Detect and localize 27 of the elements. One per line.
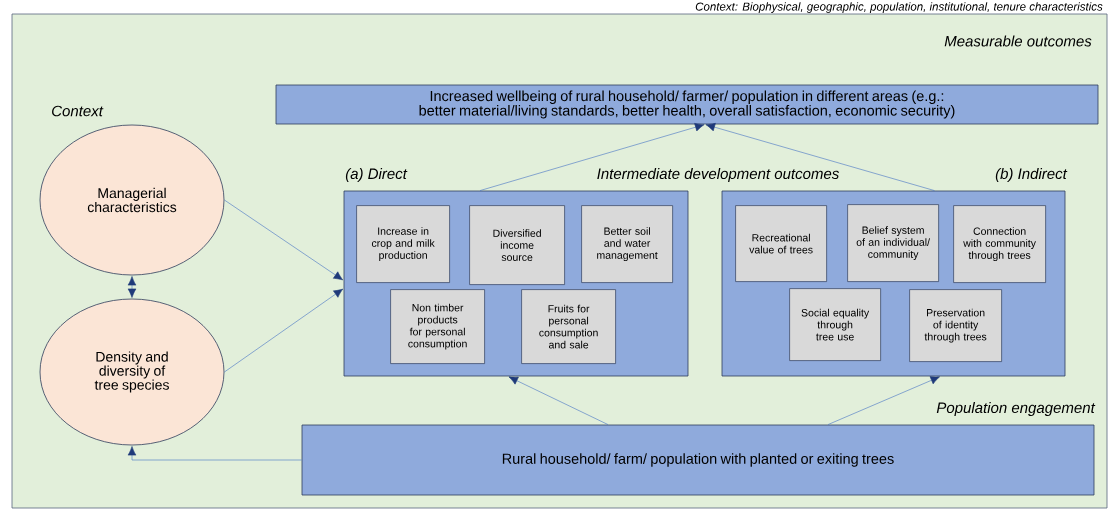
section-heading: Measurable outcomes xyxy=(944,35,1092,47)
heading-text: Context: Biophysical, geographic, population, institutional, tenure characteristics xyxy=(695,2,1103,13)
arrow xyxy=(127,276,137,298)
node-label: (a) Direct xyxy=(345,168,408,182)
outcome-box: Fruits for personal consumption and sale xyxy=(521,289,616,364)
outcome-box: Diversified income source xyxy=(469,205,565,285)
outcome-box: Belief system of an individual/ community xyxy=(847,204,939,282)
outcome-box: Increase in crop and milk production xyxy=(356,205,450,283)
outcome-box: Preservation of identity through trees xyxy=(909,289,1002,362)
arrow xyxy=(508,376,609,425)
outcome-box: Social equality through tree use xyxy=(789,288,881,361)
section-heading: Population engagement xyxy=(936,402,1096,416)
arrow xyxy=(705,123,935,191)
arrow xyxy=(224,288,344,373)
outcome-box: Increased wellbeing of rural household/ farmer/ population in different areas (e.g.: better material/living standards, better health, overall satisfaction, economic security) xyxy=(275,84,1099,125)
outcome-box: Rural household/ farm/ population with planted or exiting trees xyxy=(301,424,1095,496)
outcome-box: Connection with community through trees xyxy=(953,205,1046,283)
outcome-box: Recreational value of trees xyxy=(735,205,827,282)
node-label: (b) Indirect xyxy=(995,168,1068,182)
section-heading: Context xyxy=(52,105,104,117)
outcome-box: Non timber products for personal consumption xyxy=(390,289,485,364)
arrow xyxy=(479,123,705,191)
heading-text: Intermediate development outcomes xyxy=(597,168,839,182)
arrow xyxy=(127,446,302,461)
arrow xyxy=(224,199,344,281)
arrow xyxy=(827,376,940,425)
outcome-box: Better soil and water management xyxy=(581,205,673,283)
